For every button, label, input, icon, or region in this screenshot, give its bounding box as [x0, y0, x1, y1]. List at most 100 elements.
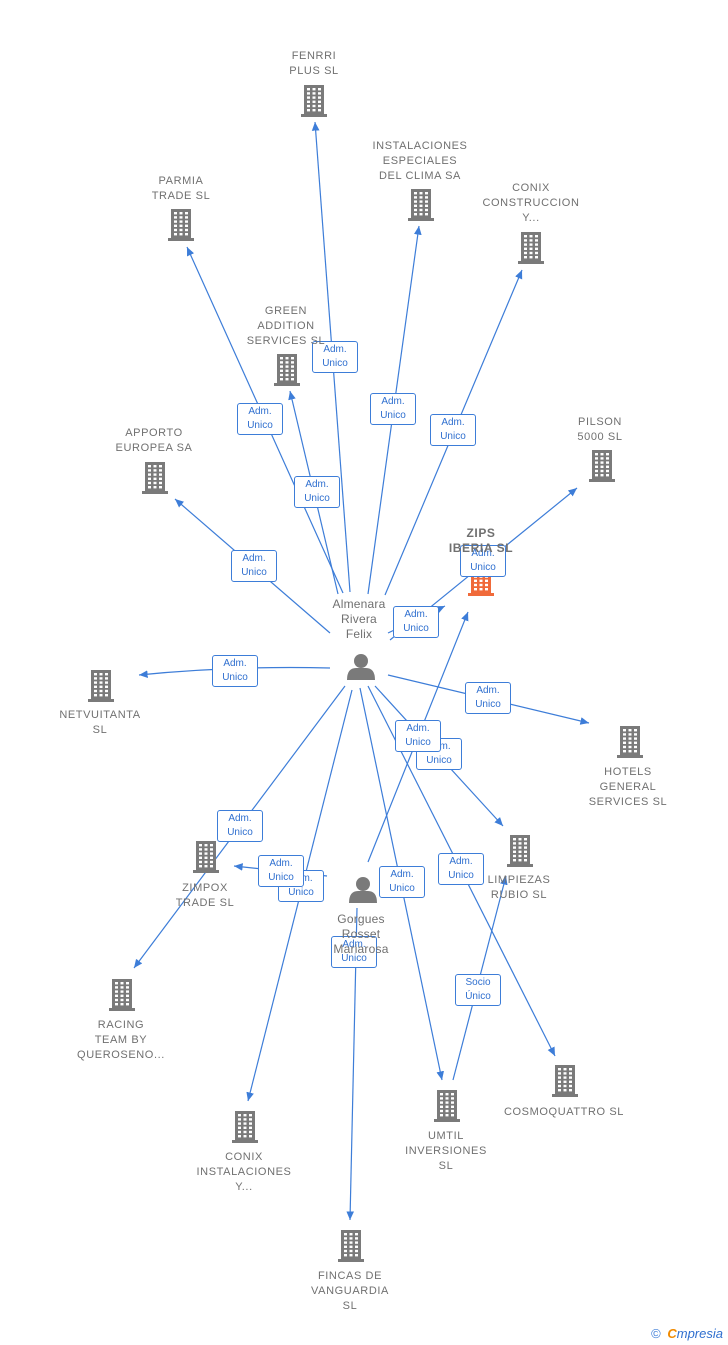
node-label-line: PARMIA — [158, 175, 204, 187]
node-label-line: INVERSIONES — [405, 1145, 487, 1157]
edge-label-line: Adm. — [449, 856, 473, 867]
edge-label-line: Adm. — [323, 344, 347, 355]
edge-label-almenara-to-cosmoquattro[interactable]: Adm.Unico — [438, 853, 484, 885]
edge-label-line: Unico — [322, 358, 348, 369]
building-icon-racing[interactable] — [109, 979, 135, 1011]
edge-label-line: Unico — [268, 872, 294, 883]
brand-logo-text: mpresia — [676, 1326, 723, 1341]
building-icon-limpiezas[interactable] — [507, 835, 533, 867]
node-label-line: PLUS SL — [289, 65, 339, 77]
node-label-line: TRADE SL — [175, 897, 235, 909]
edge-label-line: Adm. — [228, 813, 252, 824]
footer-brand: © Cmpresia — [651, 1326, 723, 1341]
building-icon-cosmoquattro[interactable] — [552, 1065, 578, 1097]
building-icon-conix_construccion[interactable] — [518, 232, 544, 264]
building-icon-umtil[interactable] — [434, 1090, 460, 1122]
edge-label-line: Adm. — [476, 685, 500, 696]
edge-label-line: Unico — [440, 431, 466, 442]
edge-label-line: Adm. — [269, 858, 293, 869]
edge-label-line: Unico — [475, 699, 501, 710]
node-label-line: COSMOQUATTRO SL — [503, 1106, 625, 1118]
building-icon-netvuitanta[interactable] — [88, 670, 114, 702]
node-label-line: TEAM BY — [94, 1034, 148, 1046]
edge-label-almenara-to-netvuitanta[interactable]: Adm.Unico — [212, 655, 258, 687]
node-label-line: INSTALACIONES — [196, 1166, 292, 1178]
edge-label-almenara-to-green[interactable]: Adm.Unico — [294, 476, 340, 508]
node-label-line: IBERIA SL — [448, 541, 514, 555]
node-label-line: RACING — [97, 1019, 145, 1031]
edge-label-line: Unico — [405, 737, 431, 748]
edge-label-almenara-to-pilson[interactable]: Adm.Unico — [460, 545, 506, 577]
node-label-line: Y... — [522, 212, 540, 224]
building-icon-apporto[interactable] — [142, 462, 168, 494]
node-label-cosmoquattro[interactable]: COSMOQUATTRO SL — [504, 1105, 624, 1120]
building-icon-conix_instalaciones[interactable] — [232, 1111, 258, 1143]
edge-label-line: Unico — [341, 953, 367, 964]
edge-label-almenara-to-apporto[interactable]: Adm.Unico — [231, 550, 277, 582]
building-icon-fenrri[interactable] — [301, 85, 327, 117]
node-label-line: DEL CLIMA SA — [378, 170, 461, 182]
edge-label-line: Adm. — [406, 723, 430, 734]
node-label-line: NETVUITANTA — [59, 709, 141, 721]
edge-label-almenara-to-fenrri[interactable]: Adm. Unico — [312, 341, 358, 373]
building-icon-green[interactable] — [274, 354, 300, 386]
building-icon-fincas[interactable] — [338, 1230, 364, 1262]
edge-label-line: Adm. — [404, 609, 428, 620]
building-icon-parmia[interactable] — [168, 209, 194, 241]
node-label-line: SL — [438, 1160, 454, 1172]
node-label-line: APPORTO — [125, 427, 183, 439]
node-label-line: QUEROSENO... — [77, 1049, 165, 1061]
edge-label-almenara-to-hotels[interactable]: Adm. Unico — [465, 682, 511, 714]
edge-label-almenara-to-zips[interactable]: Adm.Unico — [393, 606, 439, 638]
edge-label-almenara-to-umtil[interactable]: Adm.Unico — [379, 866, 425, 898]
node-label-line: PILSON — [578, 416, 622, 428]
node-label-pilson[interactable]: PILSON 5000 SL — [577, 415, 622, 445]
node-label-line: ESPECIALES — [382, 155, 458, 167]
node-label-line: RUBIO SL — [490, 889, 548, 901]
building-icon-hotels[interactable] — [617, 726, 643, 758]
person-icon-almenara[interactable] — [347, 654, 375, 680]
edge-label-line: Único — [465, 991, 491, 1002]
edge-label-gorgues-to-fincas[interactable]: Adm.Unico — [331, 936, 377, 968]
building-icon-instalaciones[interactable] — [408, 189, 434, 221]
building-icon-zimpox[interactable] — [193, 841, 219, 873]
node-label-line: SERVICES SL — [588, 796, 668, 808]
node-label-line: FINCAS DE — [317, 1270, 383, 1282]
node-label-line: CONSTRUCCION — [482, 197, 580, 209]
edge-label-almenara-to-instalaciones[interactable]: Adm.Unico — [370, 393, 416, 425]
edge-label-almenara-to-racing[interactable]: Adm.Unico — [217, 810, 263, 842]
edge-label-gorgues-to-zips[interactable]: Adm. Unico — [395, 720, 441, 752]
node-label-line: ZIPS — [466, 526, 496, 540]
copyright-symbol: © — [651, 1326, 661, 1341]
building-icon-pilson[interactable] — [589, 450, 615, 482]
edge-label-gorgues-to-zimpox[interactable]: Adm. Unico — [258, 855, 304, 887]
node-label-line: Rivera — [341, 612, 377, 626]
person-icon-gorgues[interactable] — [349, 877, 377, 903]
brand-logo-letter: C — [667, 1326, 677, 1341]
edge-label-almenara-to-parmia[interactable]: Adm.Unico — [237, 403, 283, 435]
node-label-racing[interactable]: RACING TEAM BY QUEROSENO... — [77, 1018, 165, 1063]
node-label-netvuitanta[interactable]: NETVUITANTA SL — [59, 708, 140, 738]
node-label-line: 5000 SL — [577, 431, 623, 443]
node-label-line: SL — [92, 724, 108, 736]
node-label-line: SERVICES SL — [246, 335, 326, 347]
edge-label-almenara-to-conix_construccion[interactable]: Adm.Unico — [430, 414, 476, 446]
node-label-line: Gorgues — [337, 912, 385, 926]
